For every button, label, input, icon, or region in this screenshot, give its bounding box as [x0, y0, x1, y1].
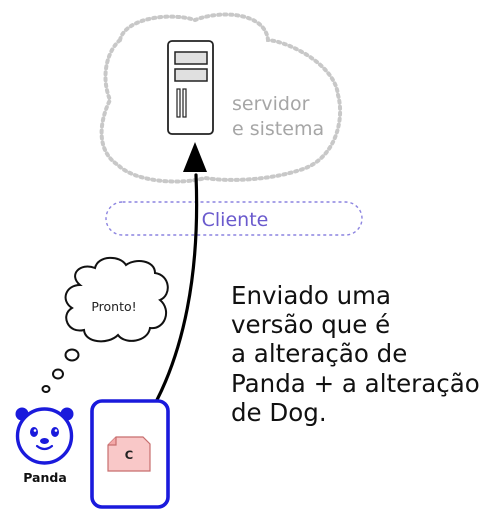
- user-name: Panda: [23, 470, 67, 485]
- message-text: Enviado uma versão que é a alteração de …: [231, 281, 480, 427]
- client-badge: Cliente: [105, 201, 363, 236]
- file-icon: C: [107, 436, 151, 472]
- thought-text: Pronto!: [91, 299, 136, 314]
- server-tower-icon: [167, 40, 214, 135]
- panda-face-icon: [15, 407, 74, 465]
- message-line-2: versão que é: [231, 310, 390, 339]
- message-line-4: Panda + a alteração: [231, 369, 480, 398]
- server-label-line1: servidor: [232, 93, 310, 115]
- upload-arrow: [145, 142, 207, 420]
- message-line-1: Enviado uma: [231, 281, 391, 310]
- server-label-line2: e sistema: [232, 118, 324, 140]
- message-line-5: de Dog.: [231, 398, 327, 427]
- server-cloud: [99, 12, 343, 184]
- file-label: C: [125, 448, 133, 462]
- thought-bubble: Pronto!: [41, 256, 169, 393]
- client-label: Cliente: [202, 209, 269, 231]
- message-line-3: a alteração de: [231, 339, 407, 368]
